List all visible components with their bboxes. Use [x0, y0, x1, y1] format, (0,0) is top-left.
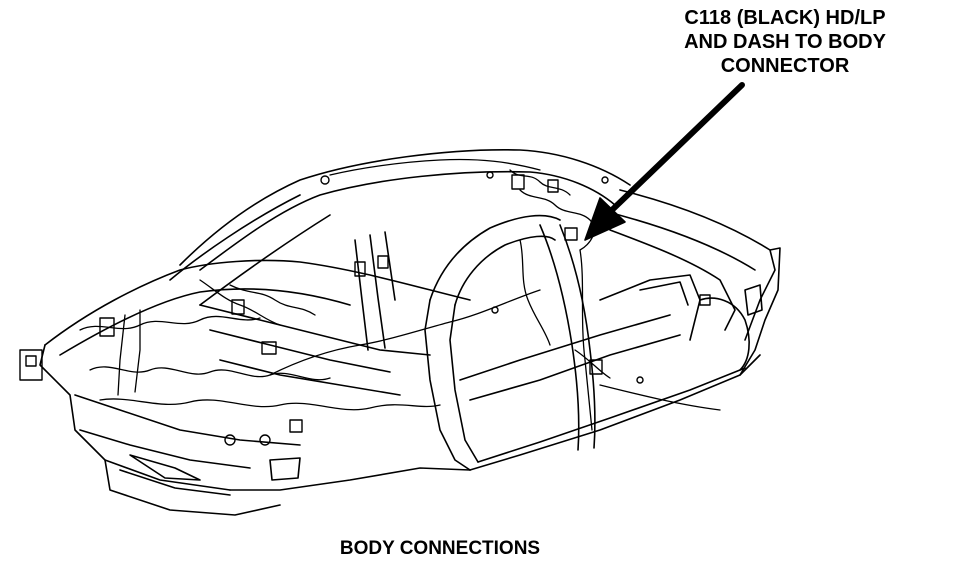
diagram-caption: BODY CONNECTIONS [339, 538, 541, 559]
connectors [19, 171, 711, 446]
callout-line-3: CONNECTOR [720, 55, 850, 77]
callout-arrow [584, 82, 745, 241]
callout-line-1: C118 (BLACK) HD/LP [684, 7, 886, 29]
callout-line-2: AND DASH TO BODY [684, 31, 886, 53]
callout-label: C118 (BLACK) HD/LP AND DASH TO BODY CONN… [640, 6, 930, 78]
body-outline [39, 148, 781, 516]
